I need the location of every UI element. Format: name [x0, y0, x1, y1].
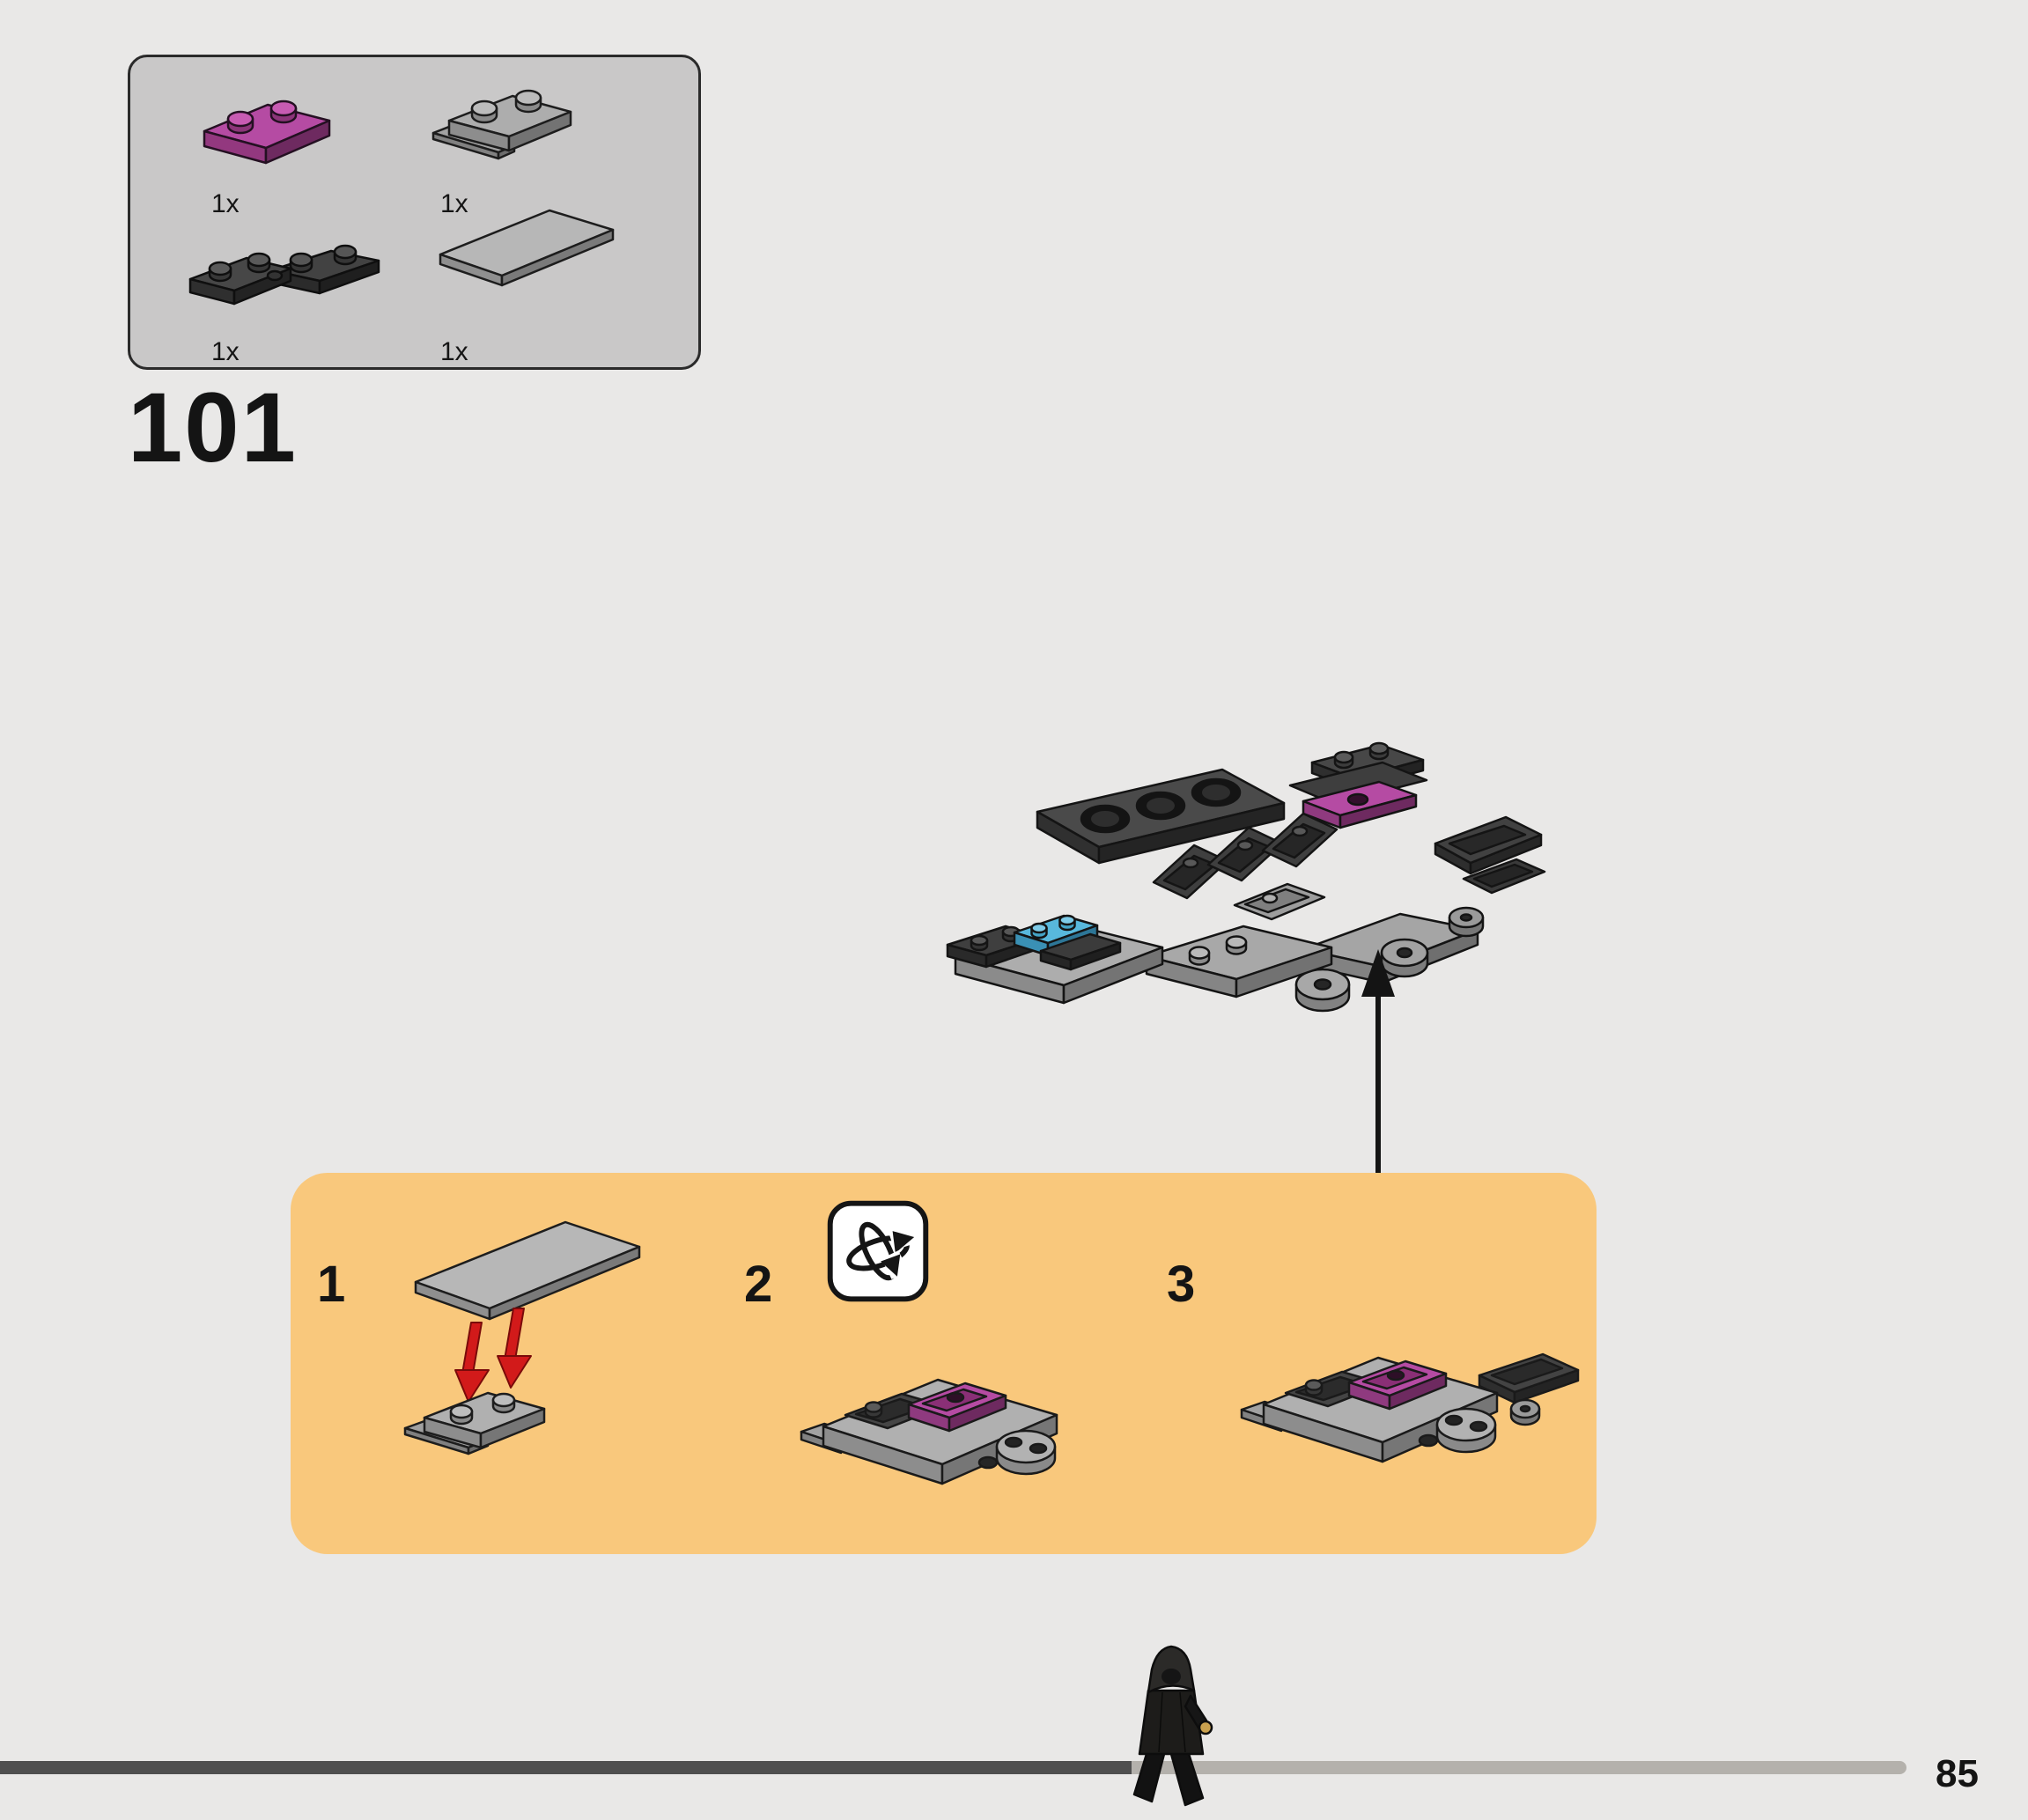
step-number: 101 [128, 372, 298, 483]
part-qty-label: 1x [440, 189, 468, 218]
substep-3-label: 3 [1167, 1256, 1196, 1313]
page-number: 85 [1936, 1752, 1979, 1795]
parts-box: 1x 1x [128, 55, 701, 370]
part-hinge-plates-dark [183, 225, 390, 326]
substep-2-illustration [775, 1316, 1118, 1541]
up-arrow-icon [1347, 942, 1409, 1180]
main-assembly-illustration [889, 731, 1559, 1083]
part-qty-label: 1x [211, 189, 240, 218]
hooded-minifigure-icon [1117, 1639, 1222, 1816]
red-placement-arrows [454, 1308, 532, 1403]
part-qty-label: 1x [440, 337, 468, 366]
substep-1-label: 1 [317, 1256, 346, 1313]
progress-bar-complete [0, 1761, 1132, 1774]
callout-box: 1 [291, 1173, 1597, 1554]
part-qty-label: 1x [211, 337, 240, 366]
part-plate-1x2-rail-gray [430, 75, 579, 181]
progress-bar-remaining [1132, 1761, 1906, 1774]
part-tile-2x4-gray [421, 198, 637, 317]
substep-2-label: 2 [744, 1256, 773, 1313]
substep-1-illustration [370, 1197, 687, 1506]
rotate-model-icon [826, 1199, 930, 1303]
substep-3-illustration [1215, 1294, 1594, 1541]
part-plate-1x2-magenta [192, 82, 342, 179]
